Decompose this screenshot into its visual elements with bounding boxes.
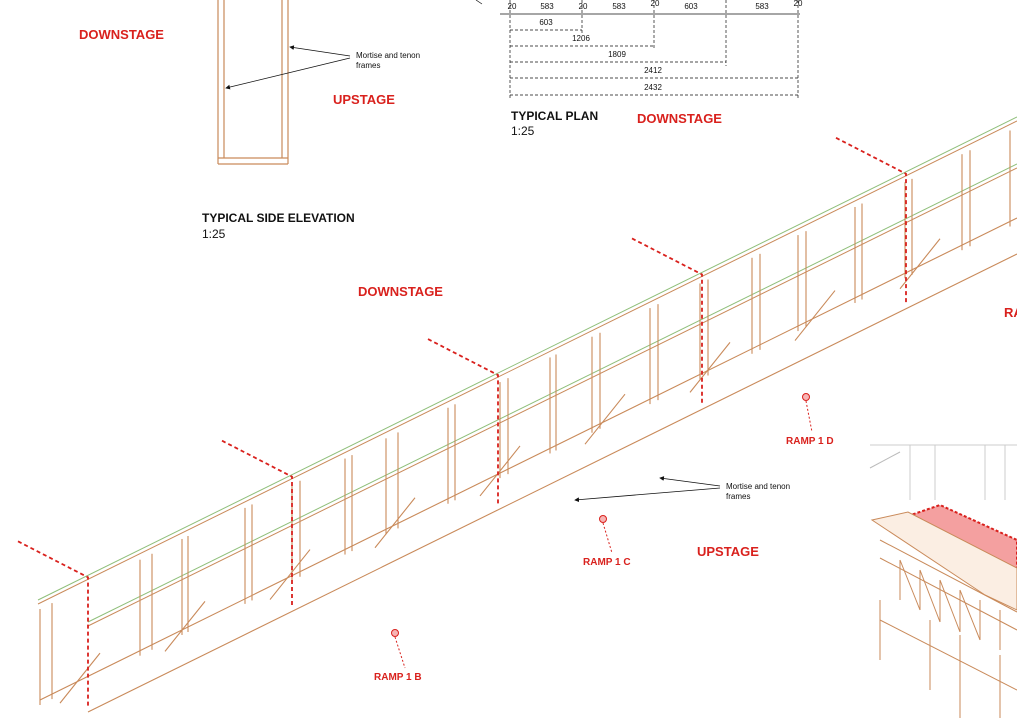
plan-scale: 1:25 <box>511 124 535 138</box>
plan-dimension-lines <box>475 0 800 100</box>
frame-brace <box>689 342 731 393</box>
dim-running-2: 1206 <box>572 34 590 43</box>
frame-brace <box>164 601 206 652</box>
ramp-1b-marker <box>391 629 399 637</box>
iso-downstage-label: DOWNSTAGE <box>358 284 443 299</box>
iso-note-line1: Mortise and tenon <box>726 482 791 491</box>
side-note-line1: Mortise and tenon <box>356 51 421 60</box>
dim-top-1: 20 <box>507 2 517 11</box>
dim-top-2: 583 <box>540 2 554 11</box>
frame-brace <box>584 393 626 445</box>
section-break-lines <box>17 137 907 708</box>
inset-view <box>869 444 1017 718</box>
ramp-1d-label: RAMP 1 D <box>786 436 834 447</box>
plan-downstage-label: DOWNSTAGE <box>637 111 722 126</box>
side-elevation-leaders <box>225 45 351 90</box>
frame-brace <box>59 652 101 704</box>
section-break <box>631 237 703 405</box>
section-break <box>427 338 499 506</box>
iso-clipped-label: RA <box>1004 305 1017 320</box>
frame-brace <box>794 290 836 341</box>
side-downstage-label: DOWNSTAGE <box>79 27 164 42</box>
section-break <box>17 540 89 708</box>
dim-top-5: 20 <box>650 0 660 8</box>
frame-brace <box>479 445 521 497</box>
dim-top-4: 583 <box>612 2 626 11</box>
deck-edges <box>37 116 1017 627</box>
frame-brace <box>269 549 311 600</box>
ramp-1c-label: RAMP 1 C <box>583 557 631 568</box>
side-elevation-title: TYPICAL SIDE ELEVATION <box>202 211 355 225</box>
section-break <box>221 439 293 607</box>
dim-top-7: 583 <box>755 2 769 11</box>
ramp-1b-label: RAMP 1 B <box>374 672 422 683</box>
side-upstage-label: UPSTAGE <box>333 92 395 107</box>
frame-brace <box>374 497 416 549</box>
dim-running-5: 2432 <box>644 83 662 92</box>
side-elevation-frame <box>217 0 289 165</box>
ramp-markers <box>391 393 813 669</box>
isometric-leaders <box>574 476 721 503</box>
side-note-line2: frames <box>356 61 381 70</box>
dim-top-8: 20 <box>793 0 803 8</box>
dim-running-4: 2412 <box>644 66 662 75</box>
dim-top-6: 603 <box>684 2 698 11</box>
iso-note-line2: frames <box>726 492 751 501</box>
frame-bottom-rail <box>87 253 1017 713</box>
section-break <box>835 137 907 304</box>
isometric-frames <box>39 130 1017 713</box>
iso-upstage-label: UPSTAGE <box>697 544 759 559</box>
ramp-1d-marker <box>802 393 810 401</box>
dim-top-3: 20 <box>578 2 588 11</box>
dim-running-1: 603 <box>539 18 553 27</box>
iso-mortise-note: Mortise and tenon frames <box>726 482 806 502</box>
ramp-1c-marker <box>599 515 607 523</box>
frame-bottom-rail <box>39 217 1017 701</box>
plan-title: TYPICAL PLAN <box>511 109 599 123</box>
side-elevation-scale: 1:25 <box>202 227 226 241</box>
side-mortise-note: Mortise and tenon frames <box>356 51 436 71</box>
dim-running-3: 1809 <box>608 50 626 59</box>
